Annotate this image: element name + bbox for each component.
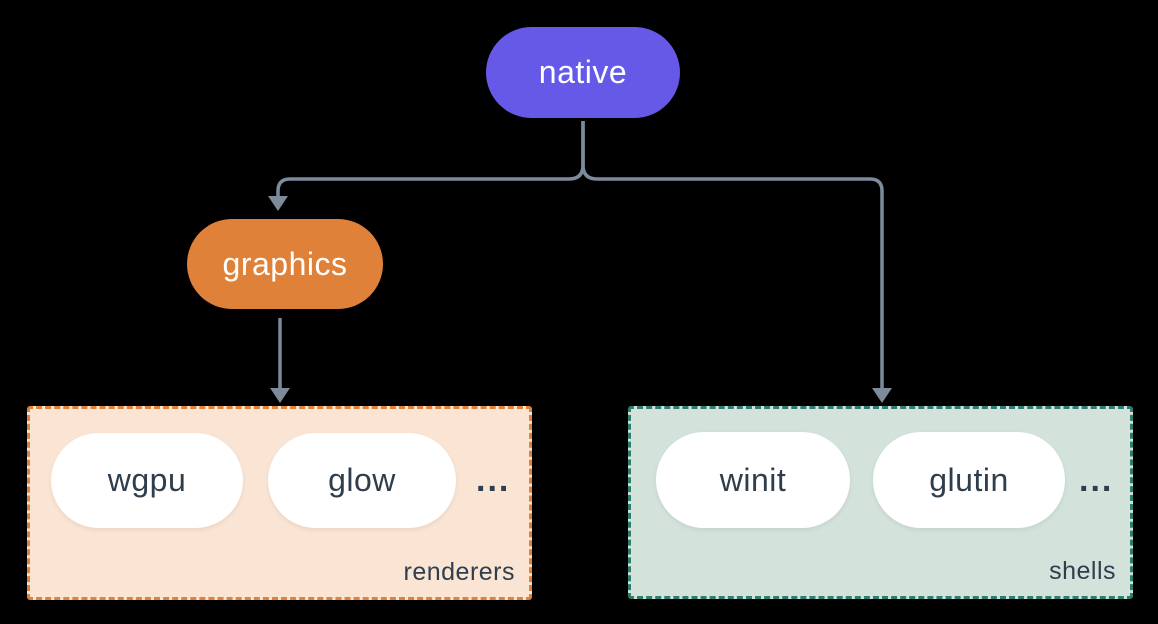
- node-glow: glow: [268, 433, 456, 528]
- node-glutin: glutin: [873, 432, 1065, 528]
- node-glow-label: glow: [328, 462, 396, 498]
- group-label-renderers: renderers: [403, 558, 515, 586]
- node-winit-label: winit: [719, 461, 787, 498]
- ellipsis-renderers: ...: [476, 461, 511, 499]
- group-shells: winit glutin ... shells: [628, 406, 1133, 599]
- node-native: native: [486, 27, 680, 118]
- arrowhead-renderers: [270, 388, 290, 403]
- node-graphics: graphics: [187, 219, 383, 309]
- node-wgpu: wgpu: [51, 433, 243, 528]
- group-label-shells: shells: [1049, 557, 1116, 585]
- node-native-label: native: [538, 54, 628, 90]
- node-wgpu-label: wgpu: [107, 462, 187, 498]
- edge-native-to-shells: [581, 121, 884, 389]
- node-winit: winit: [656, 432, 850, 528]
- node-graphics-label: graphics: [222, 245, 348, 282]
- node-glutin-label: glutin: [929, 461, 1009, 498]
- edge-native-to-graphics: [276, 121, 585, 197]
- arrowhead-graphics: [268, 196, 288, 211]
- group-renderers: wgpu glow ... renderers: [27, 406, 532, 600]
- arrowhead-shells: [872, 388, 892, 403]
- ellipsis-shells: ...: [1079, 461, 1114, 499]
